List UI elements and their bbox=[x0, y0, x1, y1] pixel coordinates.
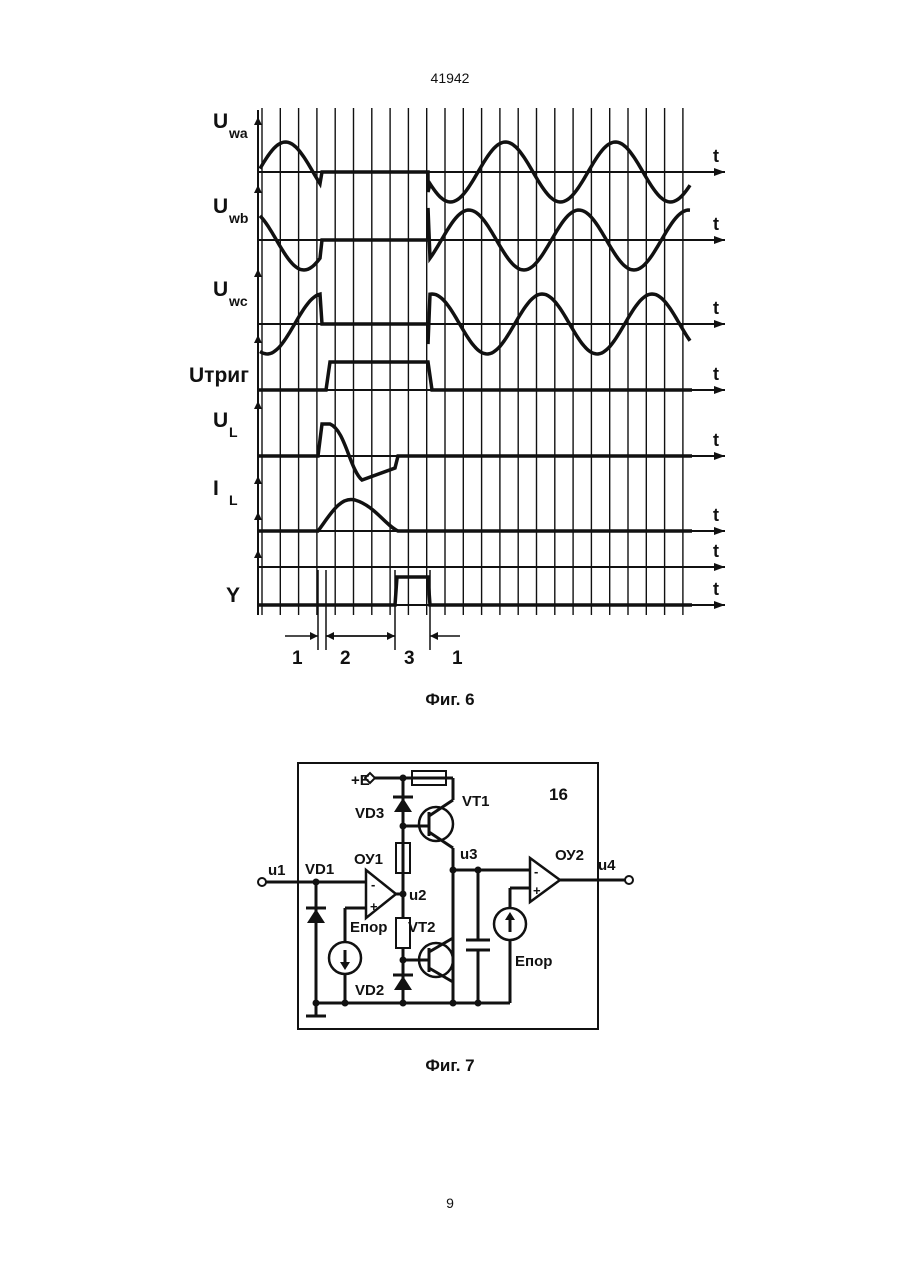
time-axis-arrow bbox=[714, 386, 725, 394]
signal-label: U bbox=[213, 195, 228, 218]
waveform-utrig bbox=[258, 362, 692, 390]
figure7-caption: Фиг. 7 bbox=[0, 1056, 900, 1076]
signal-subscript: wc bbox=[228, 293, 248, 309]
y-axis-arrow bbox=[254, 401, 262, 409]
time-axis-arrow bbox=[714, 601, 725, 609]
interval-arrowhead bbox=[387, 632, 395, 640]
signal-subscript: L bbox=[229, 424, 238, 440]
time-axis-label: t bbox=[713, 298, 719, 318]
time-axis-label: t bbox=[713, 579, 719, 599]
figure6-caption: Фиг. 6 bbox=[0, 690, 900, 710]
time-axis-arrow bbox=[714, 452, 725, 460]
y-axis-arrow bbox=[254, 117, 262, 125]
signal-label: Uтриг bbox=[189, 364, 249, 387]
y-axis-arrow bbox=[254, 512, 262, 520]
time-axis-label: t bbox=[713, 214, 719, 234]
time-axis-arrow bbox=[714, 527, 725, 535]
signal-subscript: wa bbox=[228, 125, 248, 141]
time-axis-label: t bbox=[713, 364, 719, 384]
y-axis-arrow bbox=[254, 550, 262, 558]
signal-label: I bbox=[213, 477, 219, 500]
time-axis-arrow bbox=[714, 236, 725, 244]
signal-label: Y bbox=[226, 584, 240, 607]
interval-label: 2 bbox=[340, 648, 351, 669]
waveform-ul bbox=[258, 424, 692, 480]
y-axis-arrow bbox=[254, 269, 262, 277]
interval-label: 1 bbox=[292, 648, 303, 669]
interval-label: 3 bbox=[404, 648, 415, 669]
time-axis-label: t bbox=[713, 505, 719, 525]
time-axis-arrow bbox=[714, 320, 725, 328]
y-axis-arrow bbox=[254, 335, 262, 343]
interval-arrowhead bbox=[430, 632, 438, 640]
time-axis-arrow bbox=[714, 563, 725, 571]
y-axis-arrow bbox=[254, 476, 262, 484]
time-axis-label: t bbox=[713, 541, 719, 561]
time-axis-label: t bbox=[713, 430, 719, 450]
interval-label: 1 bbox=[452, 648, 463, 669]
time-axis-label: t bbox=[713, 146, 719, 166]
waveform-y bbox=[258, 577, 692, 605]
signal-label: U bbox=[213, 278, 228, 301]
page-number: 9 bbox=[0, 1195, 900, 1211]
waveform-il bbox=[258, 499, 692, 531]
interval-arrowhead bbox=[310, 632, 318, 640]
signal-label: U bbox=[213, 110, 228, 133]
y-axis-arrow bbox=[254, 185, 262, 193]
time-axis-arrow bbox=[714, 168, 725, 176]
signal-label: U bbox=[213, 409, 228, 432]
signal-subscript: L bbox=[229, 492, 238, 508]
signal-subscript: wb bbox=[228, 210, 248, 226]
